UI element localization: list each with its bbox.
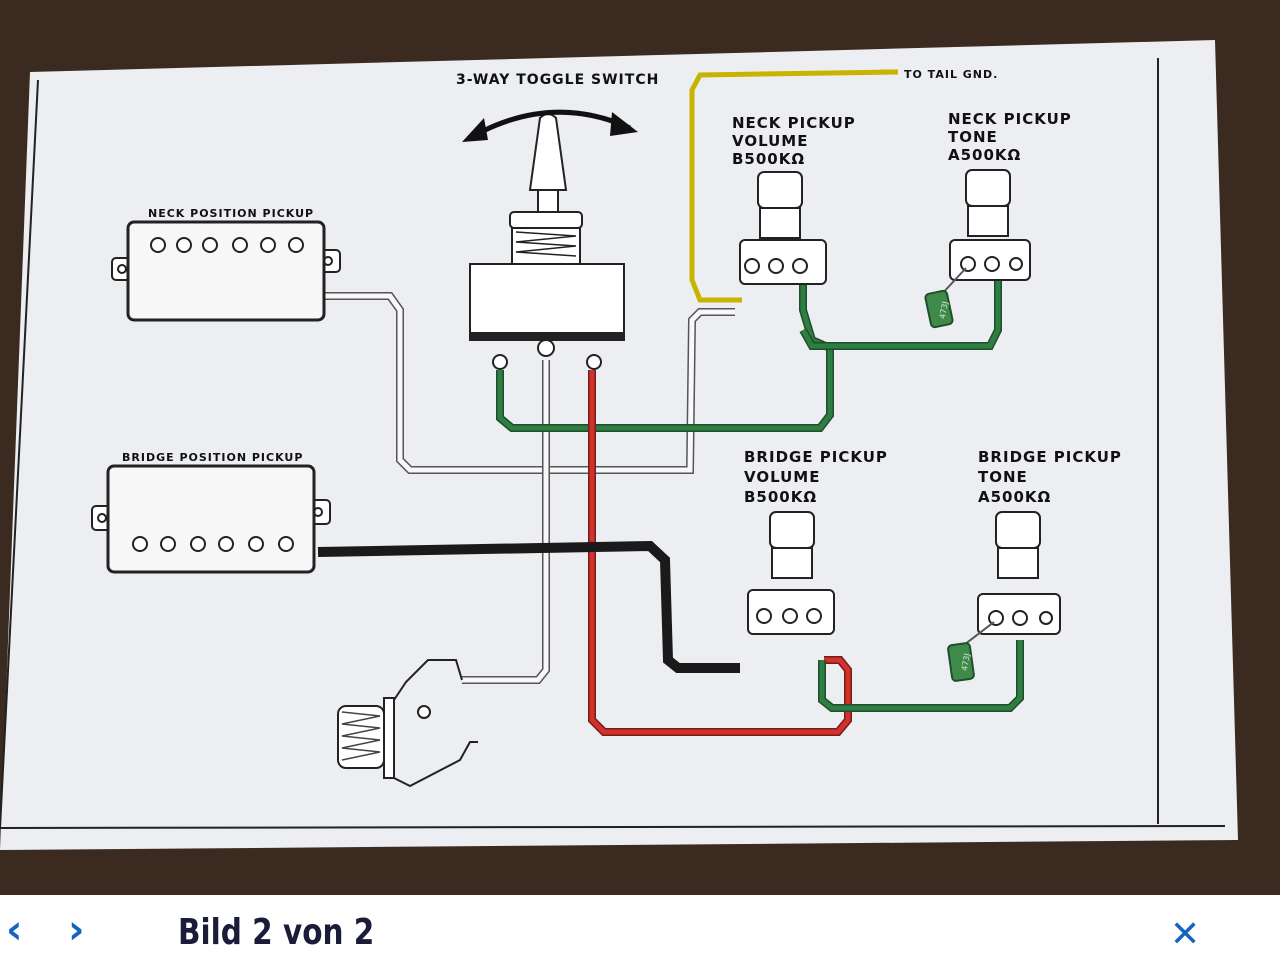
svg-text:A500KΩ: A500KΩ <box>978 488 1051 506</box>
image-viewer-bar <box>0 895 1280 960</box>
green-wire-neck-tone <box>800 270 1001 349</box>
bridge-capacitor-label: 473J <box>960 653 972 672</box>
neck-volume-label: NECK PICKUP VOLUME B500KΩ <box>732 114 856 168</box>
output-jack <box>337 659 478 788</box>
svg-text:BRIDGE PICKUP: BRIDGE PICKUP <box>978 448 1122 466</box>
svg-text:NECK PICKUP: NECK PICKUP <box>948 110 1072 128</box>
bridge-pickup <box>91 464 331 574</box>
neck-tone-capacitor: 473J <box>924 267 967 329</box>
green-wire-bridge <box>819 640 1023 711</box>
toggle-arrow-right <box>610 112 638 136</box>
tail-ground-label: TO TAIL GND. <box>904 68 998 81</box>
yellow-wire <box>689 69 896 303</box>
frame-bottom-line <box>0 825 1226 829</box>
white-wire-output <box>462 360 549 683</box>
red-wire <box>589 370 851 735</box>
svg-text:NECK PICKUP: NECK PICKUP <box>732 114 856 132</box>
neck-volume-pot <box>739 171 827 285</box>
black-wire <box>317 540 740 673</box>
neck-pickup <box>111 220 341 322</box>
neck-tone-label: NECK PICKUP TONE A500KΩ <box>948 110 1072 164</box>
toggle-switch-title: 3-WAY TOGGLE SWITCH <box>456 72 659 88</box>
toggle-arrow-curve <box>468 109 632 141</box>
svg-text:VOLUME: VOLUME <box>732 132 808 150</box>
page-counter: Bild 2 von 2 <box>178 912 375 953</box>
neck-tone-pot <box>949 169 1031 281</box>
svg-text:B500KΩ: B500KΩ <box>732 150 805 168</box>
bridge-tone-pot <box>977 511 1061 635</box>
svg-text:B500KΩ: B500KΩ <box>744 488 817 506</box>
toggle-switch <box>469 113 625 370</box>
neck-position-pickup-label: NECK POSITION PICKUP <box>148 207 314 220</box>
frame-left-line <box>0 79 39 829</box>
svg-text:A500KΩ: A500KΩ <box>948 146 1021 164</box>
previous-image-button[interactable]: ‹ <box>6 907 23 953</box>
svg-text:TONE: TONE <box>978 468 1028 486</box>
bridge-tone-label: BRIDGE PICKUP TONE A500KΩ <box>978 448 1122 506</box>
toggle-arrow-left <box>462 118 488 142</box>
svg-text:BRIDGE PICKUP: BRIDGE PICKUP <box>744 448 888 466</box>
bridge-volume-label: BRIDGE PICKUP VOLUME B500KΩ <box>744 448 888 506</box>
bridge-tone-capacitor: 473J <box>947 621 995 682</box>
bridge-volume-pot <box>747 511 835 635</box>
close-icon[interactable]: ✕ <box>1170 914 1201 955</box>
bridge-pickup-pole-pieces <box>132 536 294 552</box>
next-image-button[interactable]: › <box>68 907 85 953</box>
svg-text:VOLUME: VOLUME <box>744 468 820 486</box>
neck-capacitor-label: 473J <box>938 301 950 320</box>
neck-pickup-pole-pieces <box>150 237 304 253</box>
white-wire-neck <box>325 293 735 473</box>
bridge-position-pickup-label: BRIDGE POSITION PICKUP <box>122 451 303 464</box>
green-wire-neck <box>497 280 833 431</box>
svg-text:TONE: TONE <box>948 128 998 146</box>
